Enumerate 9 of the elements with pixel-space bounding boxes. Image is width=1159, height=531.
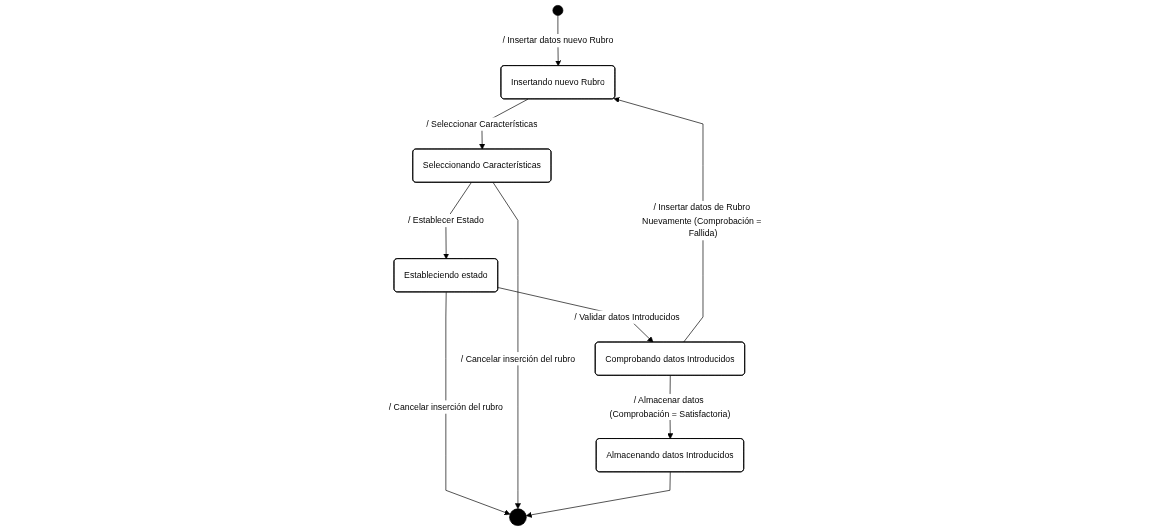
edge-label: / Establecer Estado <box>407 215 484 226</box>
edge-label: / Cancelar inserción del rubro <box>460 353 576 364</box>
edge-label: / Insertar datos de Rubro Nuevamente (Comprobación = Fallida) <box>642 202 762 239</box>
node-circle <box>552 5 564 16</box>
edge-label: / Almacenar datos (Comprobación = Satisfactoria) <box>609 395 731 419</box>
edge-label: / Validar datos Introducidos <box>574 311 680 322</box>
edge-label: / Cancelar inserción del rubro <box>388 401 503 412</box>
edge-label: / Insertar datos nuevo Rubro <box>502 35 614 46</box>
edge-label: / Seleccionar Características <box>426 118 538 129</box>
